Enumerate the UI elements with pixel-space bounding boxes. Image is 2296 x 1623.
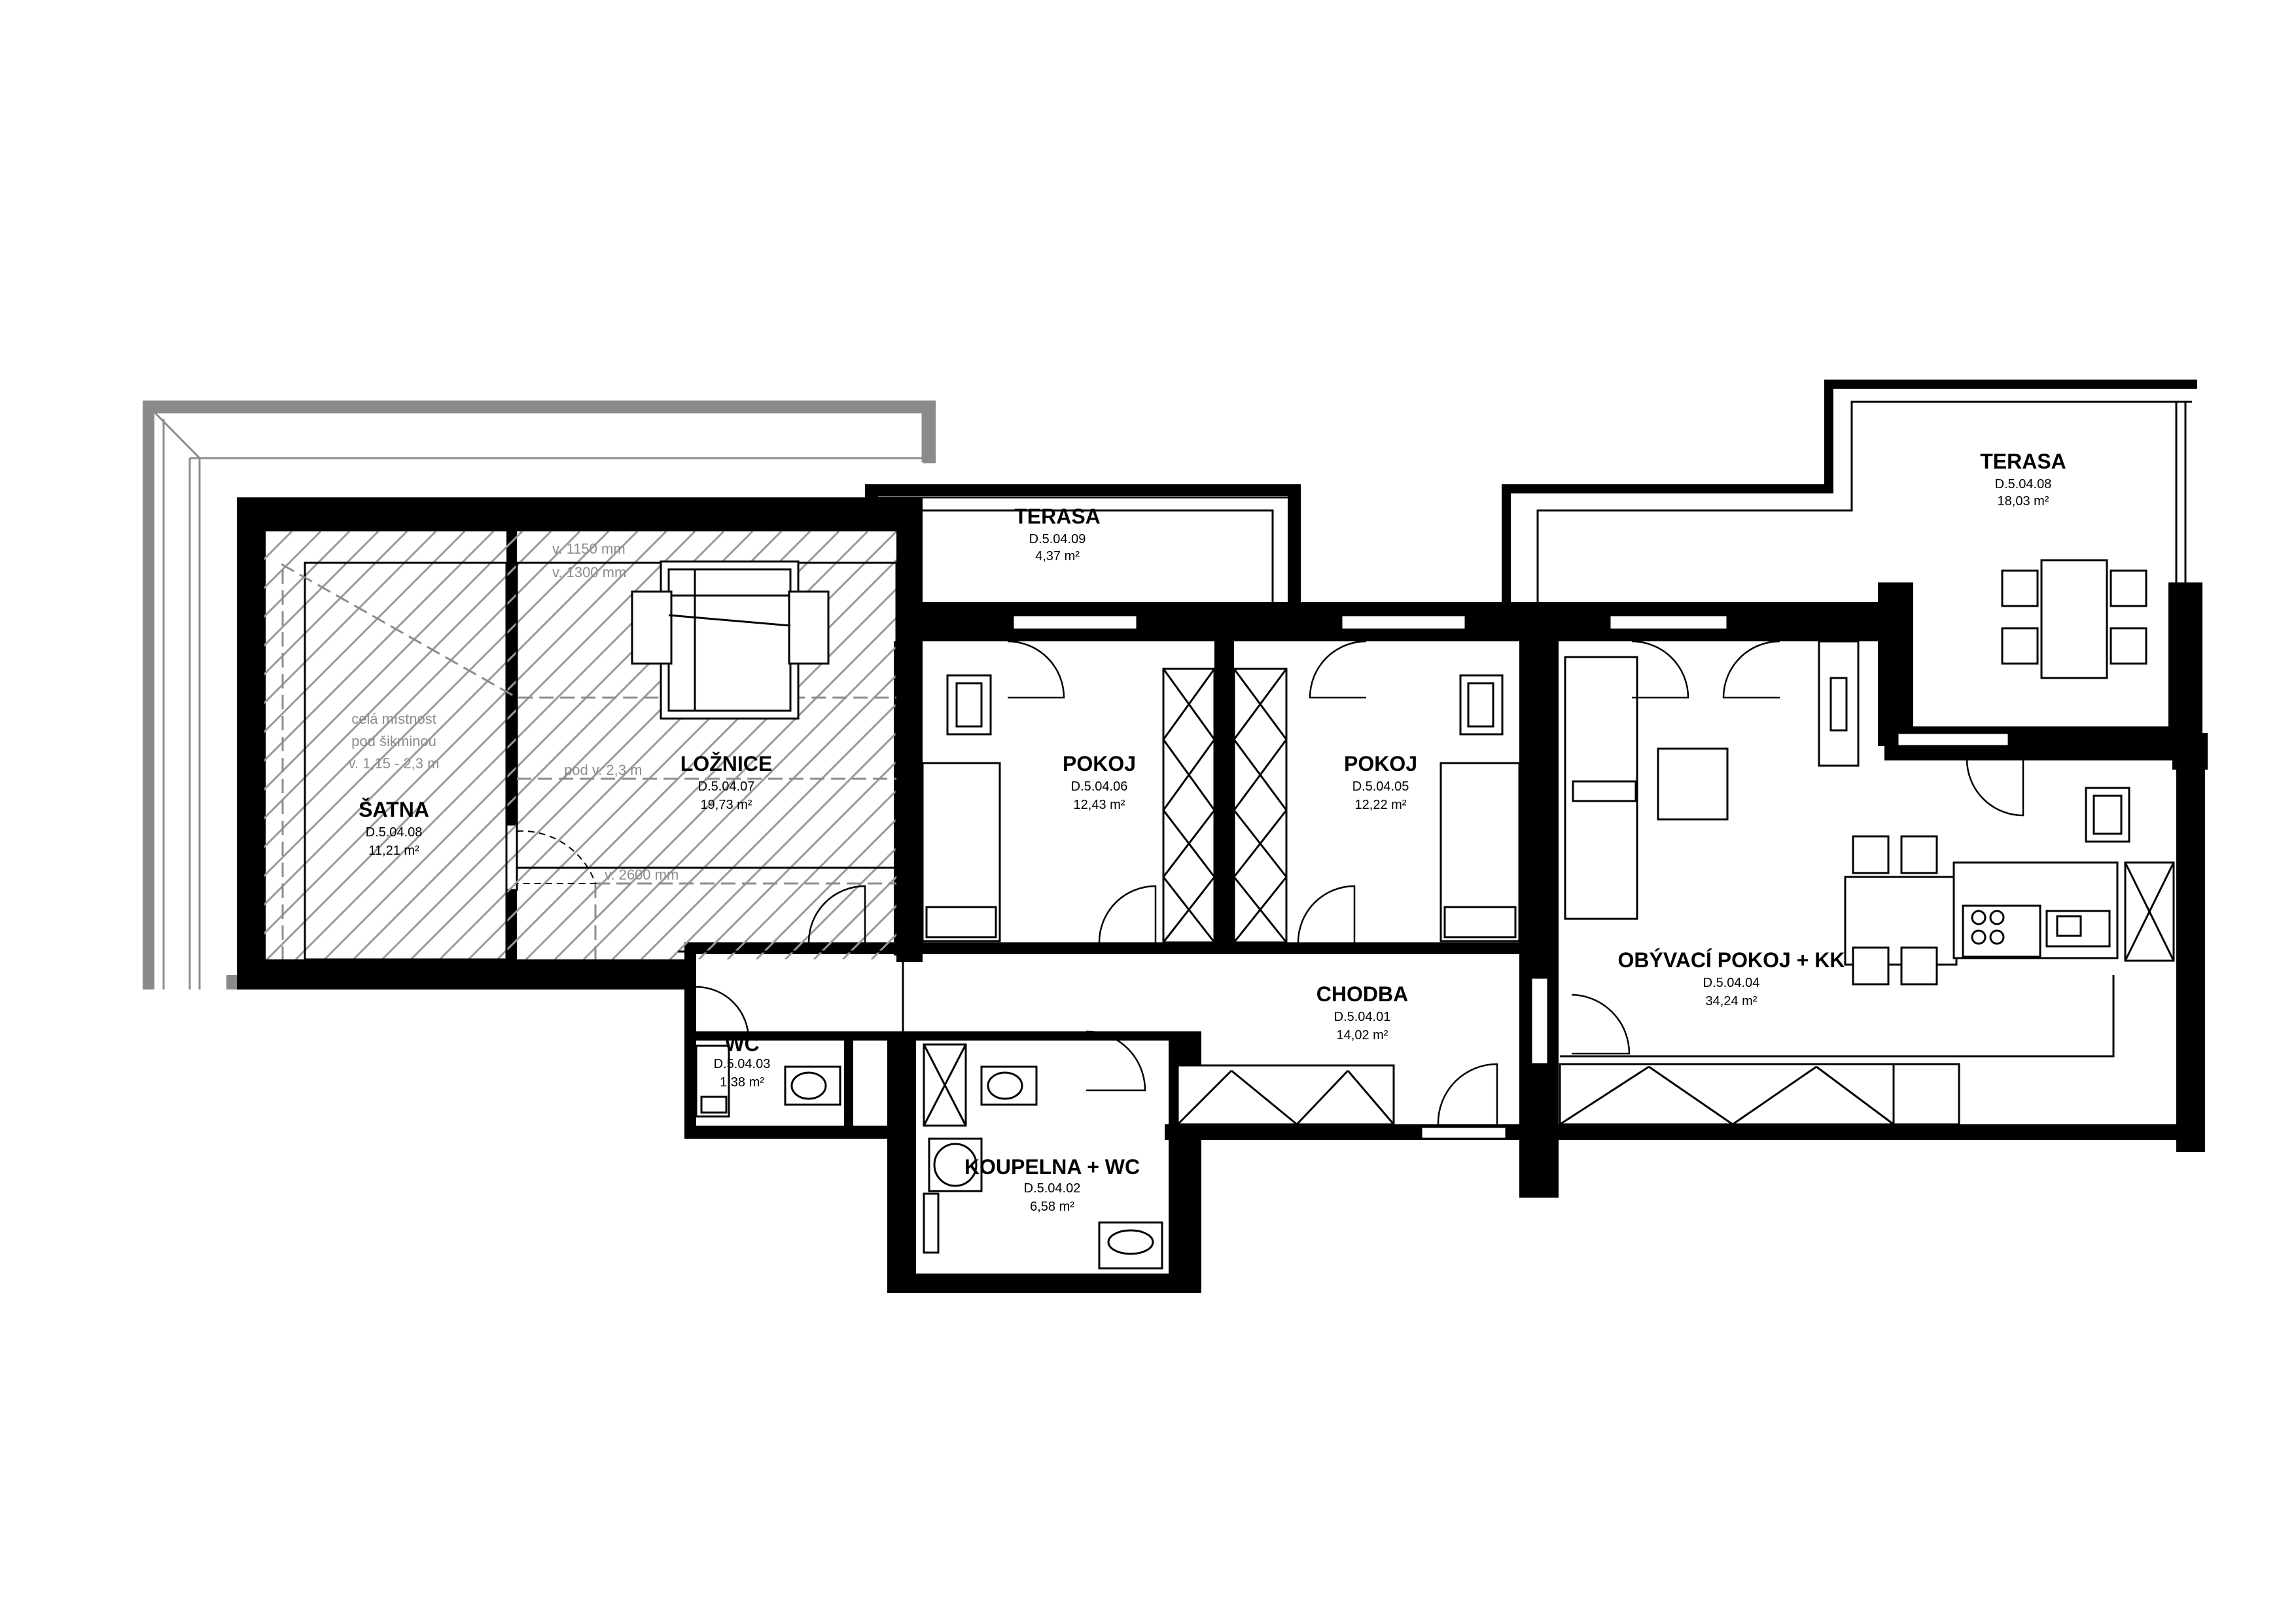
room-label-loznice: LOŽNICE D.5.04.07 19,73 m² [680, 752, 772, 812]
svg-text:CHODBA: CHODBA [1316, 982, 1408, 1006]
height-note-1300: v. 1300 mm [552, 564, 626, 580]
svg-text:1,38 m²: 1,38 m² [720, 1075, 764, 1090]
slope-note-line3: v. 1,15 - 2,3 m [349, 755, 440, 772]
svg-text:12,22 m²: 12,22 m² [1355, 798, 1407, 812]
room-label-pokoj-2: POKOJ D.5.04.05 12,22 m² [1344, 752, 1417, 812]
slope-note-line1: celá místnost [351, 711, 436, 727]
terrace-furniture [2001, 559, 2147, 679]
height-note-2600: v. 2600 mm [605, 866, 679, 883]
room-label-satna: ŠATNA D.5.04.08 11,21 m² [359, 798, 429, 858]
svg-text:D.5.04.08: D.5.04.08 [366, 825, 423, 840]
slope-note-line2: pod šikminou [351, 733, 436, 749]
annotations: v. 1150 mm v. 1300 mm v. 2600 mm pod v. … [349, 541, 679, 883]
svg-text:19,73 m²: 19,73 m² [701, 798, 752, 812]
corridor-furniture [678, 950, 1395, 1126]
svg-text:4,37 m²: 4,37 m² [1035, 549, 1080, 563]
svg-text:LOŽNICE: LOŽNICE [680, 752, 772, 776]
walls [237, 497, 2208, 1293]
svg-text:14,02 m²: 14,02 m² [1337, 1028, 1388, 1043]
height-note-1150: v. 1150 mm [552, 541, 626, 557]
svg-text:11,21 m²: 11,21 m² [368, 844, 419, 858]
svg-text:POKOJ: POKOJ [1344, 752, 1417, 776]
svg-text:ŠATNA: ŠATNA [359, 798, 429, 821]
podv-note: pod v. 2,3 m [564, 762, 642, 778]
svg-text:OBÝVACÍ POKOJ + KK: OBÝVACÍ POKOJ + KK [1617, 948, 1845, 972]
svg-text:WC: WC [724, 1032, 759, 1056]
svg-text:D.5.04.08: D.5.04.08 [1995, 477, 2052, 491]
svg-text:TERASA: TERASA [1014, 505, 1101, 528]
svg-text:TERASA: TERASA [1980, 450, 2066, 473]
terrace-big [1502, 380, 2197, 602]
room-label-obyvaci: OBÝVACÍ POKOJ + KK D.5.04.04 34,24 m² [1617, 948, 1845, 1008]
svg-text:D.5.04.04: D.5.04.04 [1703, 976, 1760, 990]
svg-text:KOUPELNA + WC: KOUPELNA + WC [964, 1155, 1140, 1179]
svg-text:D.5.04.07: D.5.04.07 [698, 779, 755, 794]
svg-text:D.5.04.05: D.5.04.05 [1352, 779, 1409, 794]
room-label-pokoj-1: POKOJ D.5.04.06 12,43 m² [1063, 752, 1136, 812]
svg-text:D.5.04.03: D.5.04.03 [714, 1057, 771, 1071]
svg-text:D.5.04.02: D.5.04.02 [1024, 1181, 1081, 1196]
west-balcony-parapet [143, 401, 936, 990]
bedroom-furniture [631, 560, 830, 720]
terrace-small [865, 484, 1301, 602]
living-furniture [1559, 640, 2175, 1126]
svg-text:18,03 m²: 18,03 m² [1998, 494, 2049, 508]
room-label-wc: WC D.5.04.03 1,38 m² [714, 1032, 771, 1090]
room-label-terasa-big: TERASA D.5.04.08 18,03 m² [1980, 450, 2066, 508]
bathroom-fixtures [695, 1043, 1163, 1270]
svg-text:12,43 m²: 12,43 m² [1074, 798, 1125, 812]
svg-text:D.5.04.06: D.5.04.06 [1071, 779, 1128, 794]
svg-text:D.5.04.01: D.5.04.01 [1334, 1010, 1391, 1024]
room-1-furniture [921, 668, 1216, 944]
doors [516, 640, 2024, 1125]
room-2-furniture [1233, 668, 1521, 944]
svg-text:D.5.04.09: D.5.04.09 [1029, 532, 1086, 546]
room-label-chodba: CHODBA D.5.04.01 14,02 m² [1316, 982, 1408, 1043]
room-label-terasa-small: TERASA D.5.04.09 4,37 m² [1014, 505, 1101, 563]
svg-text:6,58 m²: 6,58 m² [1030, 1200, 1074, 1214]
svg-text:34,24 m²: 34,24 m² [1706, 994, 1757, 1008]
room-label-koupelna: KOUPELNA + WC D.5.04.02 6,58 m² [964, 1155, 1140, 1214]
svg-text:POKOJ: POKOJ [1063, 752, 1136, 776]
